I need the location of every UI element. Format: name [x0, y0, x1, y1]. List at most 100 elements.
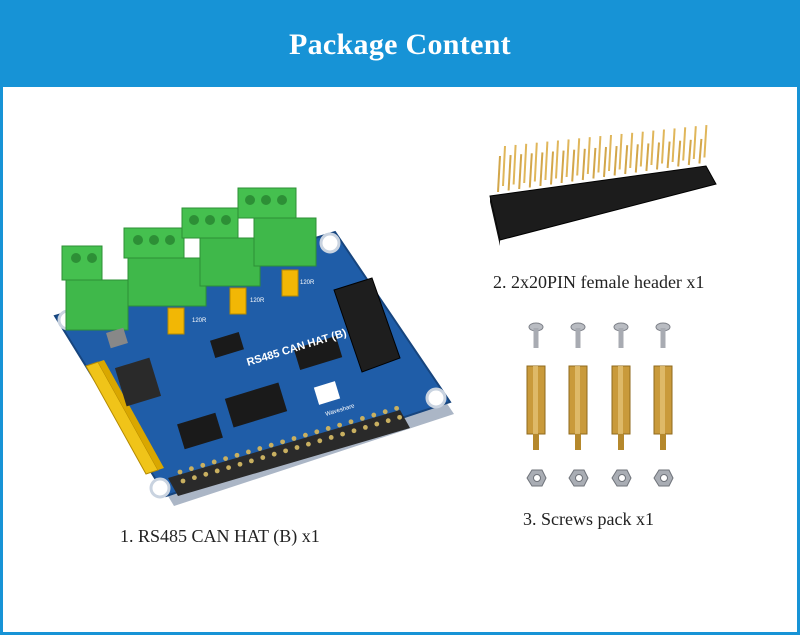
header-pin — [698, 138, 703, 164]
gpio-hole — [314, 429, 320, 435]
header-pin — [682, 127, 687, 161]
screws-pack — [526, 322, 674, 487]
gpio-hole — [348, 419, 354, 425]
gpio-pin-header — [85, 360, 164, 475]
header-pin — [581, 148, 586, 181]
gpio-hole — [337, 422, 342, 428]
gpio-hole — [283, 448, 288, 454]
gpio-hole — [237, 461, 243, 467]
gpio-hole — [200, 462, 206, 468]
header-pin — [528, 153, 533, 188]
header-pin — [645, 143, 650, 172]
header-pin — [539, 152, 544, 187]
header-pin — [634, 144, 639, 173]
gpio-hole — [291, 436, 297, 441]
screw-terminal-blocks — [61, 187, 317, 331]
header-pin — [608, 134, 612, 172]
header-pin — [533, 142, 538, 182]
black-connector — [333, 277, 401, 373]
header-pin — [603, 146, 607, 178]
header-pin — [618, 133, 623, 170]
header-pin — [687, 139, 692, 166]
gpio-hole — [249, 458, 254, 464]
header-pin — [497, 155, 501, 193]
header-pin — [671, 128, 676, 163]
header-pin — [507, 155, 512, 191]
gpio-hole — [325, 426, 331, 431]
header-pin — [544, 141, 549, 181]
gpio-hole — [260, 455, 266, 460]
header-banner: Package Content — [3, 3, 797, 87]
header-pin — [512, 144, 517, 185]
gpio-hole — [371, 412, 377, 418]
header-pin — [555, 140, 559, 179]
item-caption-board: 1. RS485 CAN HAT (B) x1 — [120, 526, 320, 546]
header-pin — [677, 140, 682, 167]
header-pin — [597, 136, 602, 173]
gpio-hole — [257, 446, 263, 451]
gpio-hole — [340, 431, 345, 437]
item-caption-screws: 3. Screws pack x1 — [523, 509, 654, 529]
bottom-header-strip — [168, 410, 410, 496]
gpio-hole — [317, 438, 323, 444]
gpio-hole — [394, 405, 399, 411]
header-pin — [576, 138, 581, 176]
header-pin — [550, 151, 554, 185]
gpio-hole — [374, 421, 380, 427]
resistor-label: 120R — [192, 318, 207, 324]
gpio-hole — [385, 418, 391, 424]
item-caption-header: 2. 2x20PIN female header x1 — [493, 272, 705, 292]
gpio-hole — [203, 471, 209, 477]
header-pin — [613, 146, 618, 176]
screw-set — [611, 322, 632, 487]
gpio-hole — [397, 414, 402, 420]
gpio-hole — [328, 435, 334, 440]
header-pin — [692, 126, 697, 160]
gpio-hole — [306, 441, 311, 447]
page-title: Package Content — [289, 28, 511, 61]
gpio-hole — [246, 449, 251, 455]
gpio-hole — [382, 409, 388, 415]
resistor-label: 120R — [250, 298, 265, 304]
jumpers — [167, 269, 299, 335]
gpio-hole — [303, 432, 308, 438]
gpio-holes — [177, 405, 402, 484]
gpio-hole — [180, 478, 186, 484]
header-pin — [523, 143, 528, 184]
gpio-hole — [214, 468, 220, 474]
gpio-hole — [351, 428, 357, 434]
gpio-hole — [363, 425, 368, 430]
header-pin — [502, 145, 506, 187]
ic-chips — [106, 327, 343, 450]
gpio-hole — [226, 465, 232, 470]
waveshare-logo — [313, 381, 341, 405]
gpio-hole — [211, 459, 217, 465]
gpio-hole — [360, 416, 365, 421]
header-pin — [586, 137, 591, 175]
screw-set — [568, 322, 589, 487]
rs485-can-hat-board: 120R 120R 120R RS485 CAN HAT (B) Wavesha… — [53, 187, 454, 506]
gpio-hole — [268, 442, 274, 448]
gpio-hole — [234, 452, 240, 458]
gpio-hole — [271, 451, 277, 457]
gpio-hole — [223, 456, 229, 461]
header-pin — [518, 154, 523, 190]
header-pin — [592, 147, 597, 179]
header-pin — [629, 132, 634, 169]
gpio-hole — [189, 466, 194, 472]
header-pin — [560, 150, 565, 184]
header-pin — [666, 141, 671, 169]
female-header — [489, 125, 717, 246]
header-pin — [565, 139, 570, 178]
header-pin — [661, 129, 665, 164]
gpio-hole — [192, 475, 197, 481]
screw-set — [653, 322, 674, 487]
screw-set — [526, 322, 547, 487]
header-pin — [703, 125, 708, 158]
resistor-label: 120R — [300, 280, 315, 286]
header-pin — [656, 142, 660, 170]
header-pin — [650, 130, 655, 166]
header-pin — [639, 131, 644, 167]
gpio-hole — [177, 469, 183, 475]
